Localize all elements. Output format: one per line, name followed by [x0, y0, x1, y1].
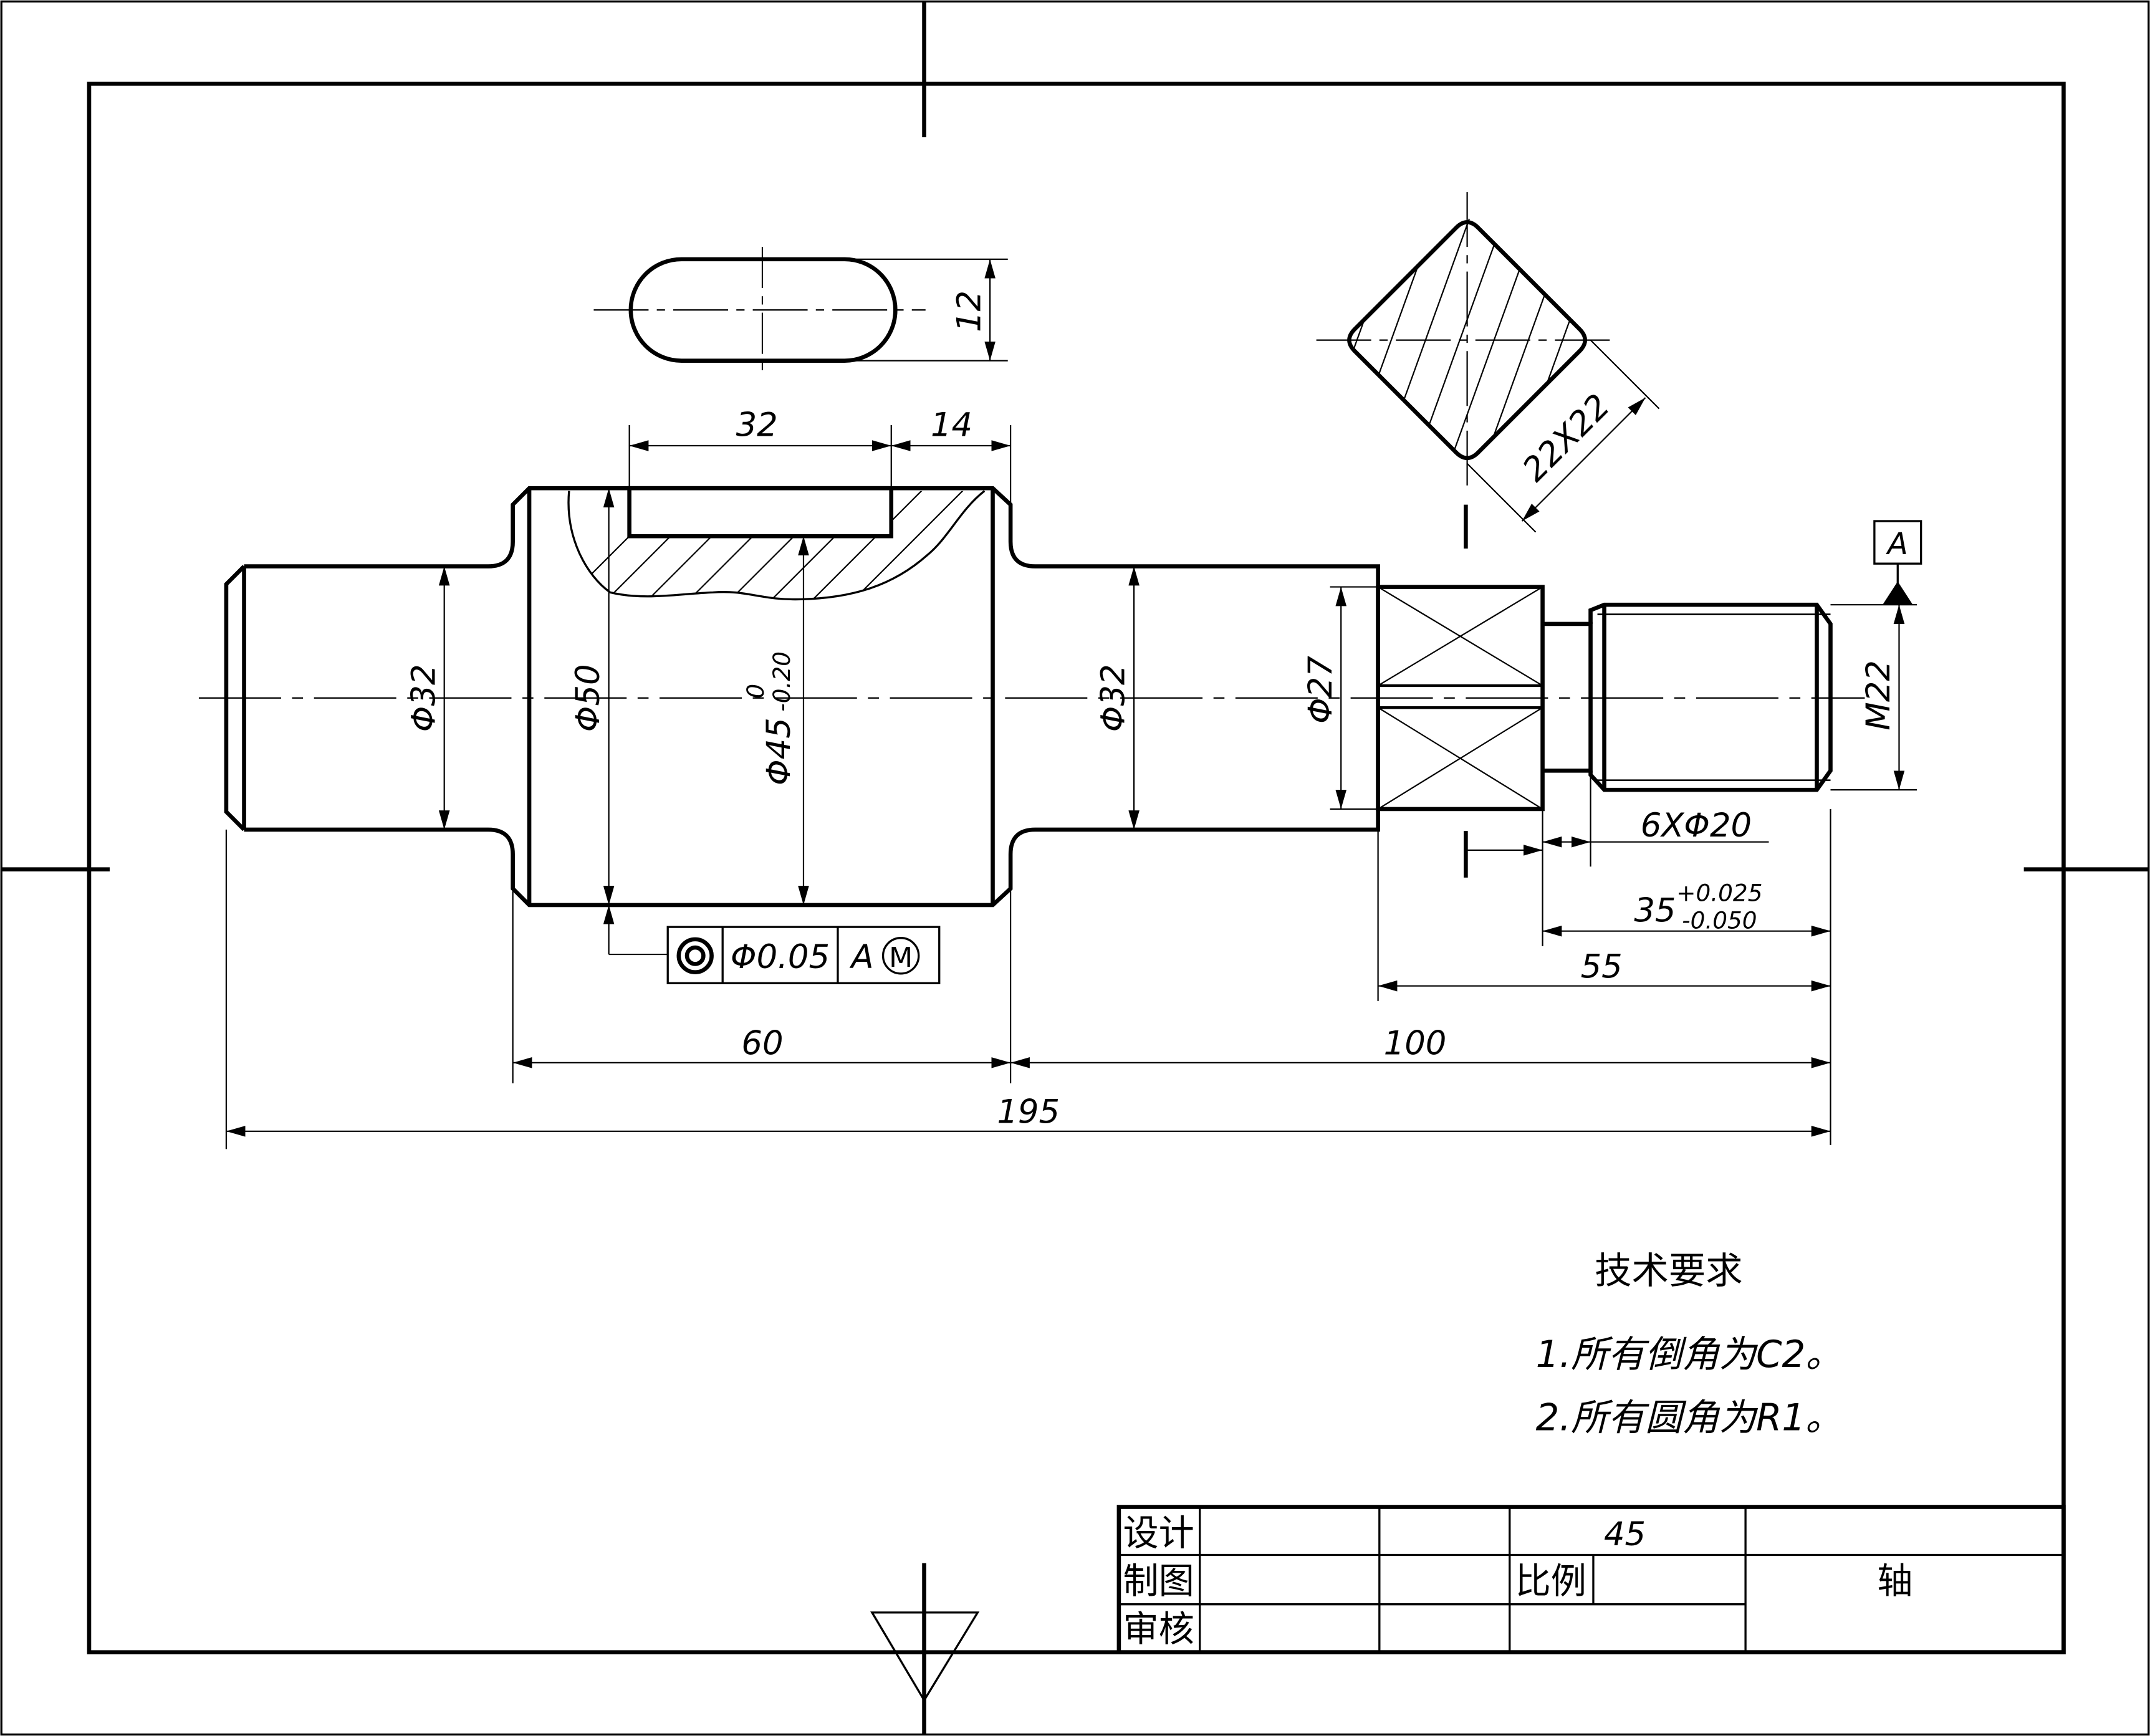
- datum-label: A: [1886, 527, 1908, 562]
- dim-key-offset: 14: [931, 406, 972, 444]
- dim-len-60: 60: [741, 1025, 783, 1063]
- dimension-lines: [225, 258, 1917, 1149]
- tolerance-value: Φ0.05: [731, 938, 830, 976]
- dimension-texts: 12 32 14 22X22 Φ32 Φ50 Φ45 0 -0.20 Φ32 Φ…: [405, 290, 1898, 1131]
- slot-view: [593, 247, 926, 373]
- notes-line-1: 1.所有倒角为C2。: [1536, 1333, 1843, 1376]
- dim-thread: M22: [1860, 660, 1898, 731]
- dim-dia-right: Φ32: [1095, 664, 1133, 732]
- notes-line-2: 2.所有圆角为R1。: [1536, 1396, 1843, 1439]
- notes-title: 技术要求: [1595, 1250, 1743, 1293]
- dim-len-100: 100: [1384, 1025, 1447, 1063]
- dim-len-35-tol-upper: +0.025: [1676, 879, 1762, 906]
- tolerance-datum: A: [850, 938, 874, 976]
- dim-dia-bore-tol-upper: 0: [742, 684, 769, 699]
- dim-dia-square: Φ27: [1302, 656, 1340, 724]
- tb-material: 45: [1604, 1515, 1646, 1553]
- dim-len-195: 195: [997, 1093, 1060, 1131]
- square-section: [1316, 192, 1618, 494]
- dim-key-length: 32: [736, 406, 778, 444]
- keyway-section: [567, 486, 986, 601]
- title-block: 设计 制图 审核 45 比例 轴: [1116, 1505, 2066, 1654]
- dim-undercut: 6XΦ20: [1641, 807, 1752, 845]
- dim-dia-bore-tol-lower: -0.20: [768, 651, 795, 712]
- tb-draw: 制图: [1123, 1561, 1194, 1602]
- flat-indicator-lines: [1378, 586, 1543, 810]
- dim-dia-left: Φ32: [405, 664, 443, 732]
- tb-part-name: 轴: [1877, 1561, 1912, 1602]
- tb-review: 审核: [1123, 1609, 1194, 1650]
- dim-dia-collar: Φ50: [569, 664, 607, 732]
- mmc-icon: [881, 937, 920, 975]
- dim-len-35: 35: [1634, 891, 1676, 929]
- dim-slot-width: 12: [951, 290, 989, 332]
- dim-len-55: 55: [1581, 947, 1623, 985]
- datum-a: A: [1873, 520, 1922, 605]
- dim-len-35-tol-lower: -0.050: [1682, 906, 1757, 934]
- technical-requirements: 技术要求 1.所有倒角为C2。 2.所有圆角为R1。: [1536, 1250, 1843, 1439]
- thread-root-lines: [1597, 613, 1831, 782]
- tolerance-frame: Φ0.05 A M: [666, 926, 941, 984]
- tb-design: 设计: [1123, 1513, 1194, 1554]
- dim-dia-bore: Φ45: [760, 717, 798, 785]
- concentricity-icon: [676, 937, 714, 974]
- tolerance-modifier: M: [889, 942, 913, 974]
- tb-scale: 比例: [1515, 1561, 1586, 1602]
